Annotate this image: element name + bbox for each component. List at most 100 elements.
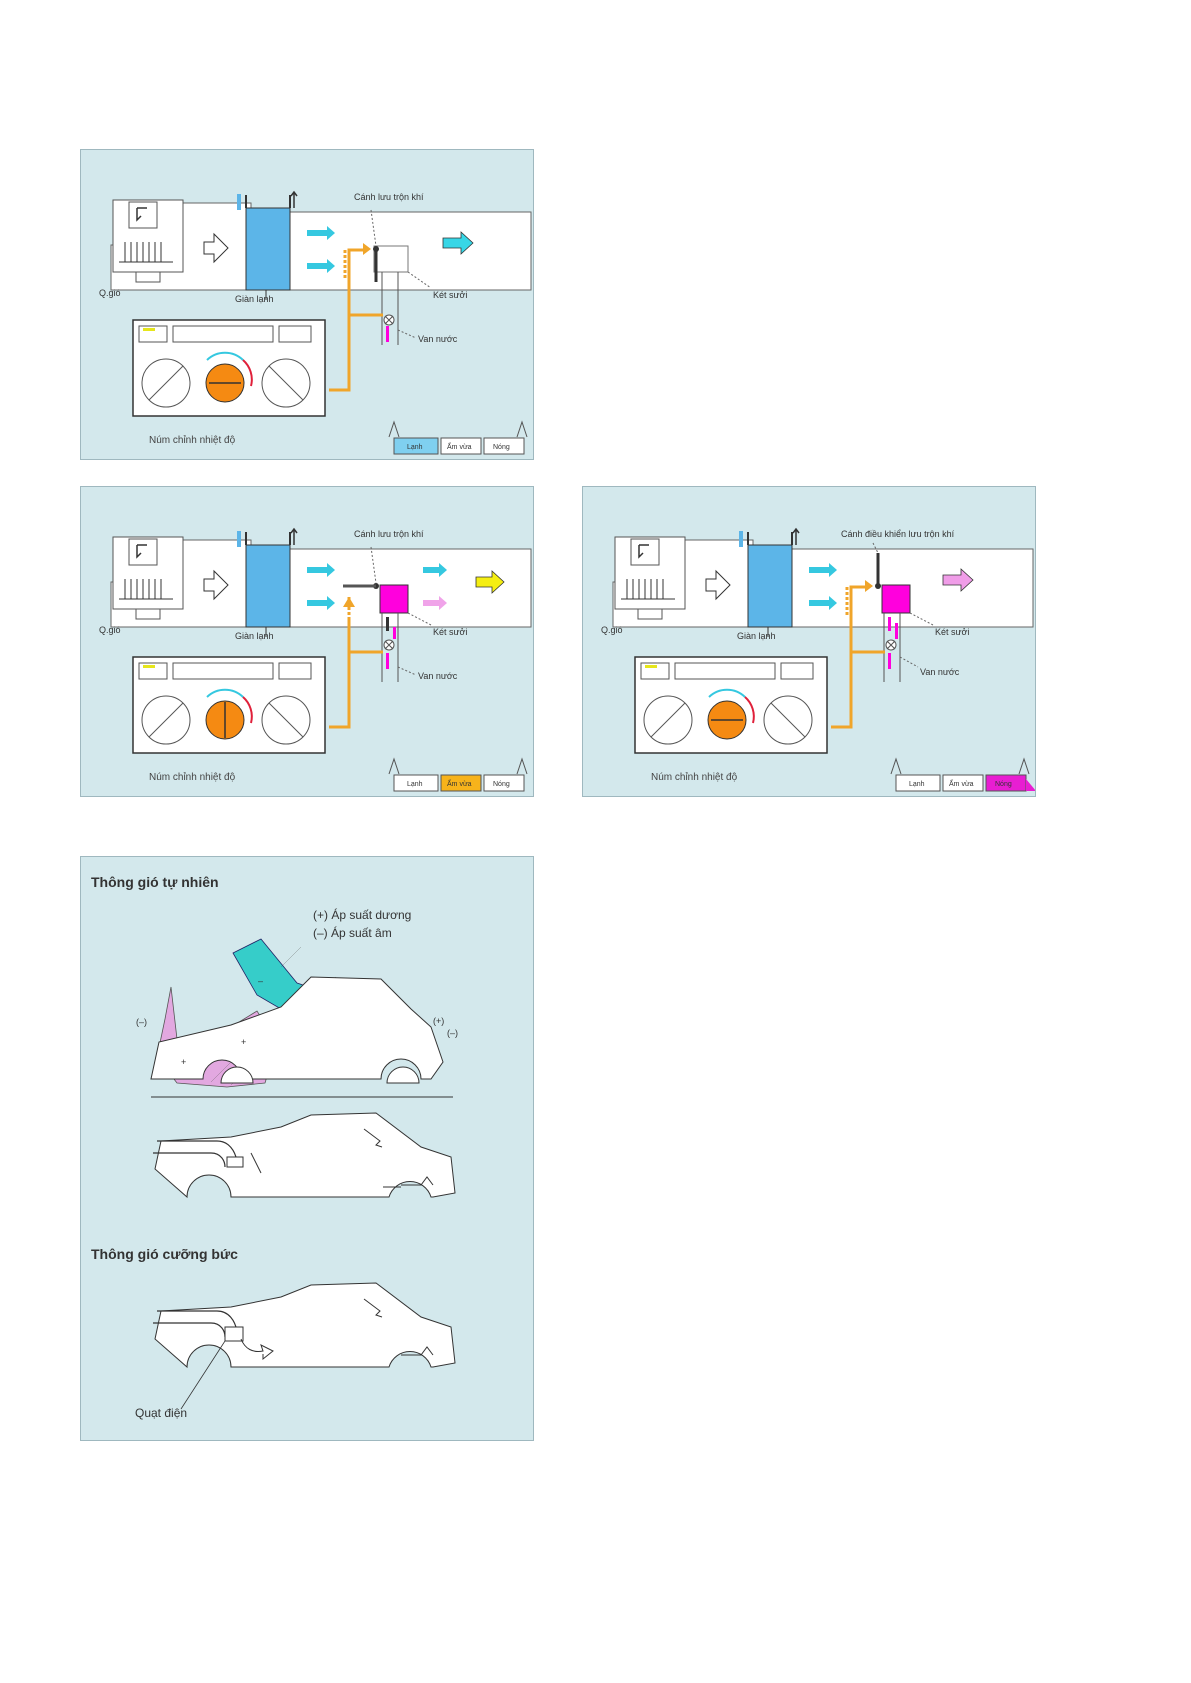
cold-air-arrow [307, 259, 335, 273]
medium-button-label: Ấm vừa [447, 778, 472, 788]
hvac-diagram-hot-svg: Cánh điều khiển lưu trộn khí Giàn lạnh K… [601, 527, 1035, 792]
blower-fan-icon [621, 579, 675, 600]
refrigerant-pipe [739, 531, 743, 547]
intake-box [128, 201, 158, 229]
fan-callout: Quạt điện [135, 1406, 187, 1420]
intake-box [630, 538, 660, 566]
intake-arrow-icon [136, 207, 147, 222]
car-forced-flow [154, 1282, 456, 1369]
hvac-diagram-cold-svg: Cánh lưu trộn khí Giàn lạnh Két sưởi Q.g… [99, 190, 532, 455]
medium-button[interactable] [440, 437, 482, 455]
hot-button-label: Nóng [995, 781, 1012, 788]
recirc-button[interactable] [278, 662, 312, 680]
recirc-button[interactable] [780, 662, 814, 680]
evaporator [747, 544, 793, 628]
intake-arrow-icon [638, 544, 649, 559]
legend-negative: (–) Áp suất âm [313, 925, 392, 940]
fan-label: Q.gió [601, 625, 623, 635]
damper-label: Cánh điều khiển lưu trộn khí [841, 529, 955, 539]
car-natural-flow [154, 1112, 456, 1199]
motor [135, 608, 161, 620]
plus-mark: + [241, 1037, 246, 1047]
mode-buttons: Lạnh Ấm vừa Nóng [388, 420, 528, 455]
exhaust-arrow [363, 1128, 383, 1148]
forced-ventilation-title: Thông gió cưỡng bức [91, 1246, 238, 1262]
mode-slider[interactable] [172, 325, 274, 343]
ventilation-diagram: Thông gió tự nhiên (+) Áp suất dương (–)… [80, 856, 534, 1441]
evaporator-label: Giàn lạnh [235, 294, 274, 304]
hvac-diagram-cold: Cánh lưu trộn khí Giàn lạnh Két sưởi Q.g… [80, 149, 534, 460]
car-side-view [150, 976, 444, 1080]
fan-label: Q.gió [99, 288, 121, 298]
mode-buttons: Lạnh Ấm vừa Nóng [388, 757, 528, 792]
airflow-arrow-icon [705, 569, 731, 601]
sign-positive-right: (+) [433, 1016, 444, 1026]
cold-button[interactable] [393, 437, 439, 455]
cold-air-arrow [307, 596, 335, 610]
valve-label: Van nước [418, 671, 458, 681]
cold-air-arrow [809, 596, 837, 610]
cold-air-arrow [809, 563, 837, 577]
damper-label: Cánh lưu trộn khí [354, 192, 424, 202]
damper-label: Cánh lưu trộn khí [354, 529, 424, 539]
medium-button[interactable] [942, 774, 984, 792]
blower-fan-icon [119, 242, 173, 263]
output-air-arrow [475, 570, 505, 594]
airflow-arrow-icon [203, 569, 229, 601]
heater-core [373, 245, 409, 273]
hot-water-pipe [386, 326, 389, 342]
cold-air-arrow [307, 563, 335, 577]
heater-core [379, 584, 409, 614]
medium-button-label: Ấm vừa [949, 778, 974, 788]
hot-button[interactable] [483, 774, 525, 792]
cold-air-arrow [307, 226, 335, 240]
mode-slider[interactable] [674, 662, 776, 680]
refrigerant-pipe [237, 194, 241, 210]
car-wheels [220, 1066, 420, 1084]
cold-button[interactable] [393, 774, 439, 792]
medium-button-label: Ấm vừa [447, 441, 472, 451]
mode-slider[interactable] [172, 662, 274, 680]
fan-label: Q.gió [99, 625, 121, 635]
evaporator-label: Giàn lạnh [235, 631, 274, 641]
hot-water-pipe [386, 653, 389, 669]
evaporator-label: Giàn lạnh [737, 631, 776, 641]
motor [637, 608, 663, 620]
hvac-diagram-medium: Cánh lưu trộn khí Giàn lạnh Két sưởi Q.g… [80, 486, 534, 797]
hvac-diagram-hot: Cánh điều khiển lưu trộn khí Giàn lạnh K… [582, 486, 1036, 797]
airflow-arrow-icon [203, 232, 229, 264]
control-cable [329, 248, 363, 392]
motor [135, 271, 161, 283]
control-cable [329, 617, 351, 729]
heater-label: Két sưởi [433, 627, 467, 637]
warm-air-arrow [423, 596, 447, 610]
sign-negative-right: (–) [447, 1028, 458, 1038]
medium-button[interactable] [440, 774, 482, 792]
cold-button-label: Lạnh [407, 781, 423, 788]
control-label: Núm chỉnh nhiệt độ [149, 771, 236, 783]
valve-label: Van nước [418, 334, 458, 344]
ventilation-diagram-svg: Thông gió tự nhiên (+) Áp suất dương (–)… [91, 874, 458, 1420]
control-cable [831, 585, 865, 729]
electric-fan [224, 1326, 244, 1342]
minus-mark: – [258, 976, 263, 986]
cold-button-label: Lạnh [909, 781, 925, 788]
plus-mark-2: + [181, 1057, 186, 1067]
hvac-diagram-medium-svg: Cánh lưu trộn khí Giàn lạnh Két sưởi Q.g… [99, 527, 532, 792]
heater-label: Két sưởi [433, 290, 467, 300]
evaporator [245, 544, 291, 628]
legend-positive: (+) Áp suất dương [313, 907, 411, 922]
cold-button[interactable] [895, 774, 941, 792]
output-air-arrow [442, 231, 474, 255]
hot-button[interactable] [483, 437, 525, 455]
valve-label: Van nước [920, 667, 960, 677]
evaporator [245, 207, 291, 291]
intake-arrow-icon [136, 544, 147, 559]
control-label: Núm chỉnh nhiệt độ [149, 434, 236, 446]
recirc-button[interactable] [278, 325, 312, 343]
hot-water-pipe [888, 653, 891, 669]
heater-core [881, 584, 911, 614]
mode-buttons: Lạnh Ấm vừa Nóng [890, 757, 1035, 792]
natural-ventilation-title: Thông gió tự nhiên [91, 874, 219, 890]
intake-box [128, 538, 158, 566]
